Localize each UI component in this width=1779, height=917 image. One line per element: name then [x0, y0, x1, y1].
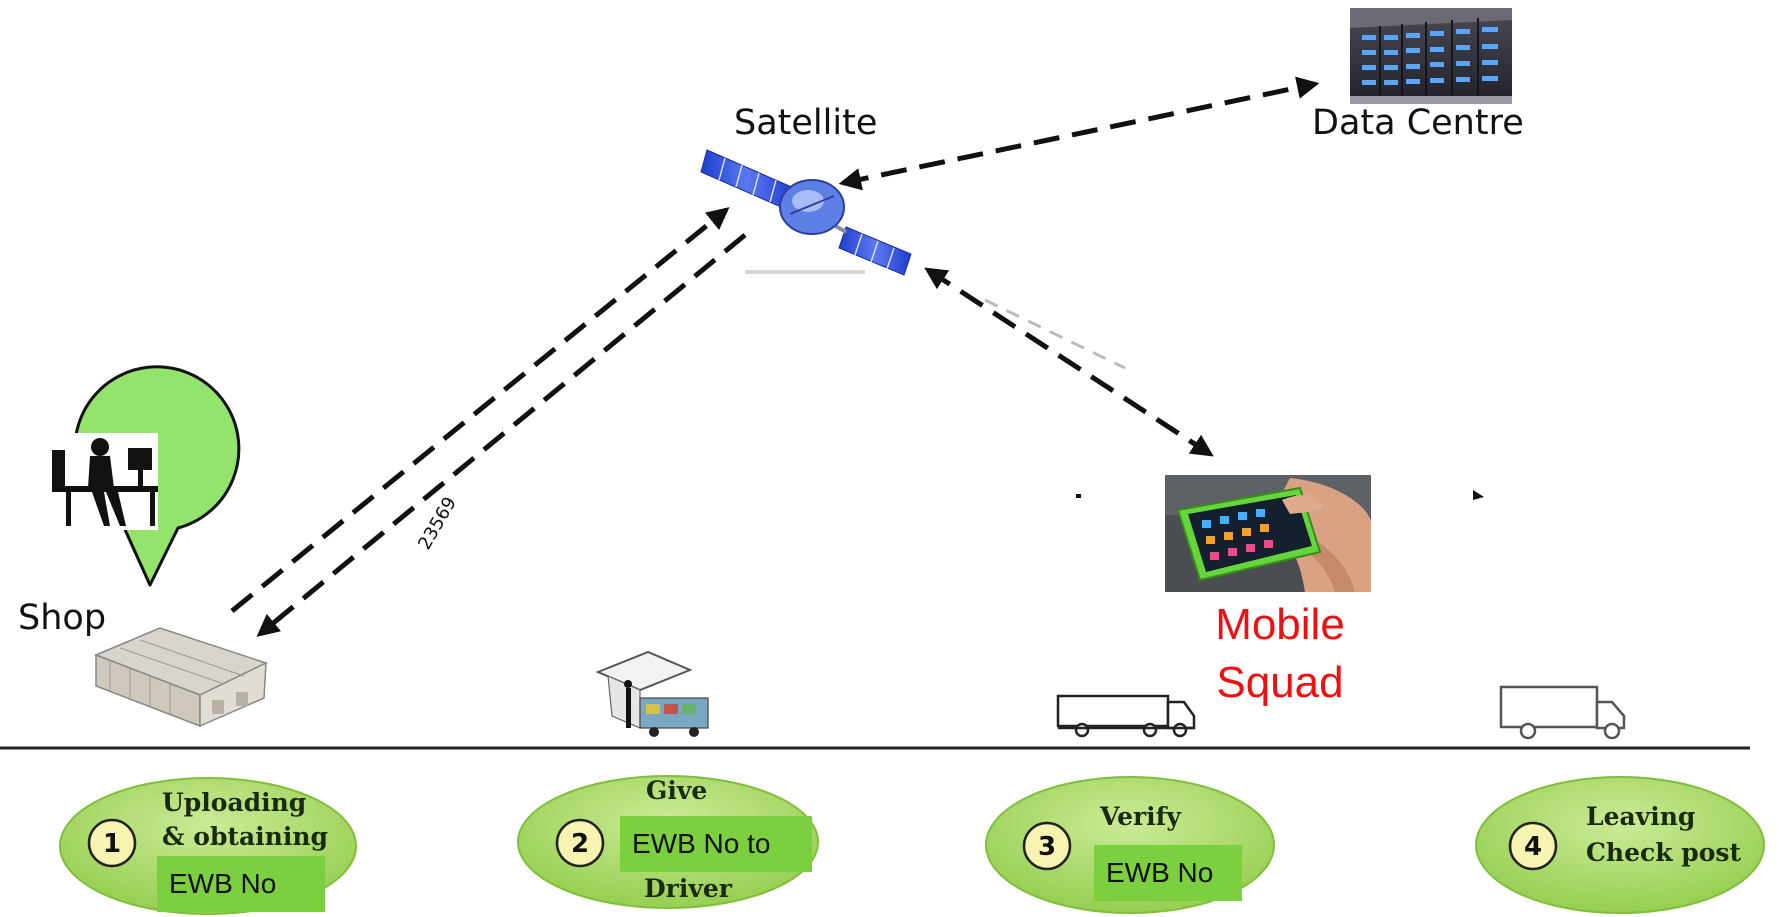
step-2-label-box: EWB No to: [620, 816, 812, 872]
step-4-line2: Check post: [1586, 838, 1742, 867]
step-3-label-box: EWB No: [1094, 845, 1242, 901]
server-rack-icon: [1350, 8, 1512, 104]
step-3-number: 3: [1038, 832, 1056, 862]
step-1-label-box: EWB No: [157, 856, 325, 912]
mobile-squad-line2: Squad: [1216, 658, 1344, 707]
step-2-number: 2: [571, 829, 589, 859]
satellite-icon: [700, 149, 912, 276]
mobile-squad-label: Mobile Squad: [1190, 596, 1370, 712]
step-1-number: 1: [103, 829, 121, 859]
link-shop-to-satellite: [230, 207, 730, 613]
faint-dashes: [984, 298, 1126, 370]
link-satellite-mobile-squad: [924, 267, 1214, 457]
step-4-line1: Leaving: [1586, 802, 1696, 831]
link-label: 23569: [414, 493, 461, 553]
link-satellite-datacentre: [838, 76, 1320, 191]
vendor-stall-icon: [595, 650, 709, 737]
step-4-ellipse: 4: [1475, 776, 1765, 914]
mobile-squad-line1: Mobile: [1215, 600, 1345, 649]
step-2-line1: Give: [646, 776, 708, 805]
stray-marks: [1076, 490, 1484, 500]
step-1-line1: Uploading: [162, 788, 307, 817]
satellite-label: Satellite: [734, 103, 878, 143]
truck-icon: [1056, 694, 1196, 738]
data-links: [230, 76, 1320, 637]
link-satellite-to-shop: [256, 233, 747, 637]
shop-building-icon: [93, 627, 268, 728]
phone-in-hand-icon: [1165, 475, 1371, 592]
desk-worker-icon: [52, 438, 158, 526]
truck-icon: [1499, 685, 1626, 740]
step-2-line2: Driver: [644, 874, 732, 903]
data-centre-label: Data Centre: [1312, 103, 1524, 143]
step-1-line2: & obtaining: [162, 822, 329, 851]
step-4-number: 4: [1524, 832, 1542, 862]
shop-label: Shop: [18, 598, 107, 638]
speech-bubble: [46, 365, 241, 587]
step-3-line1: Verify: [1100, 802, 1181, 831]
